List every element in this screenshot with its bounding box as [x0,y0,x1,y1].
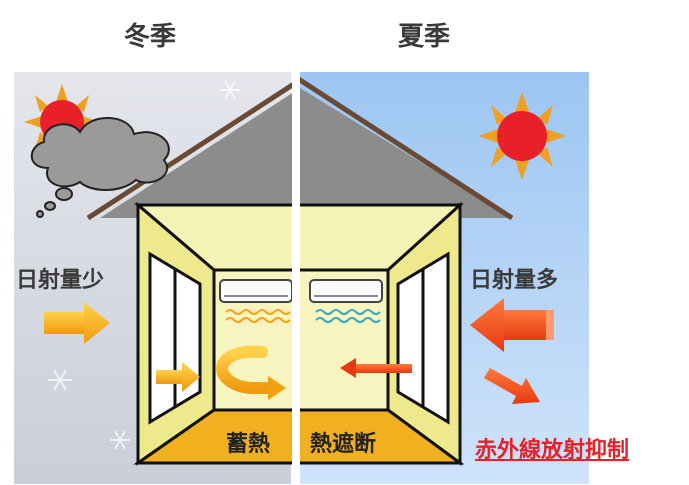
heat-shield-label: 熱遮断 [310,432,377,457]
summer-solar-label: 日射量多 [470,268,559,293]
cloud-icon [30,117,170,218]
air-conditioner-icon [219,279,293,303]
season-divider [292,60,300,485]
curved-arrow-icon [216,345,286,400]
arrow-icon [44,302,110,344]
winter-title: 冬季 [124,22,177,52]
ir-suppression-label: 赤外線放射抑制 [475,438,630,463]
heat-storage-label: 蓄熱 [226,432,271,457]
summer-title: 夏季 [398,22,451,52]
snowflake-icons [48,80,240,450]
sun-icon [478,92,566,180]
roof [100,88,512,218]
arrow-icon [156,362,200,392]
arrow-icon [340,358,412,378]
arrow-icon [470,298,554,352]
right-window [396,251,450,425]
cool-air-flow [315,309,381,323]
warm-air-flow [225,309,291,323]
air-conditioner-icon [309,279,383,303]
arrow-icon [484,368,540,404]
winter-solar-label: 日射量少 [16,268,105,293]
left-window [148,251,202,425]
